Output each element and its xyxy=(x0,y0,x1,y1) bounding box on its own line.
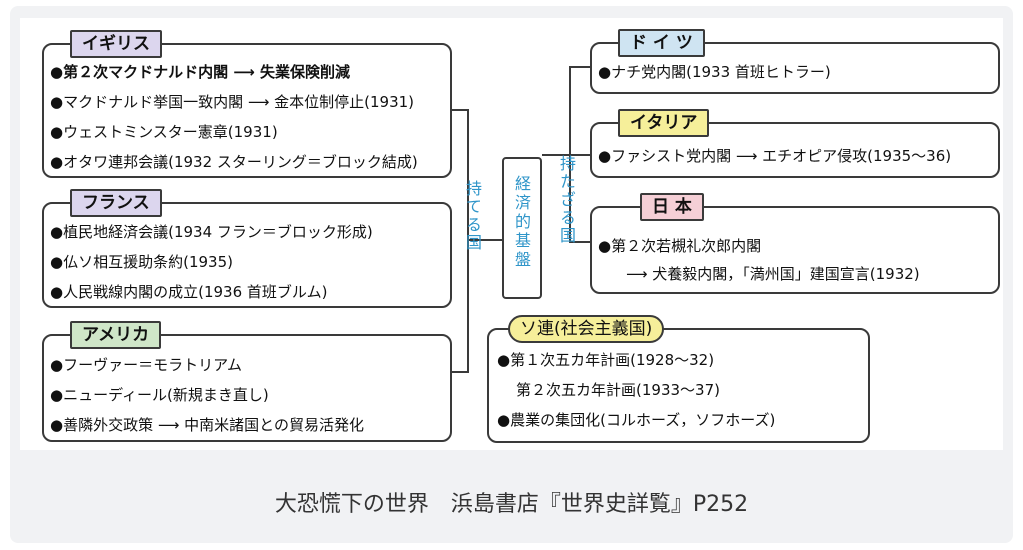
britain-line-2: ●マクドナルド挙国一致内閣 ⟶ 金本位制停止(1931) xyxy=(50,93,415,111)
america-box xyxy=(42,334,452,442)
japan-label: 日 本 xyxy=(640,193,704,221)
britain-line-3: ●ウェストミンスター憲章(1931) xyxy=(50,123,278,141)
france-label: フランス xyxy=(70,189,162,217)
haves-label: 持てる国 xyxy=(463,180,482,252)
japan-line-2: ⟶ 犬養毅内閣，「満州国」建国宣言(1932) xyxy=(626,265,920,283)
soviet-box xyxy=(487,328,870,443)
soviet-line-2: 第２次五カ年計画(1933〜37) xyxy=(516,381,720,399)
france-line-3: ●人民戦線内閣の成立(1936 首班ブルム) xyxy=(50,283,328,301)
soviet-label: ソ連(社会主義国) xyxy=(508,315,665,343)
britain-line-4: ●オタワ連邦会議(1932 スターリング＝ブロック結成) xyxy=(50,153,418,171)
economic-base-label: 経済的基盤 xyxy=(512,175,531,270)
america-line-1: ●フーヴァー＝モラトリアム xyxy=(50,356,243,374)
france-line-2: ●仏ソ相互援助条約(1935) xyxy=(50,253,233,271)
have-nots-label: 持たざる国 xyxy=(557,155,576,245)
economic-base-box xyxy=(502,157,542,299)
germany-line-1: ●ナチ党内閣(1933 首班ヒトラー) xyxy=(598,63,831,81)
italy-label: イタリア xyxy=(618,109,710,137)
america-line-2: ●ニューディール(新規まき直し) xyxy=(50,386,269,404)
britain-line-1: ●第２次マクドナルド内閣 ⟶ 失業保険削減 xyxy=(50,63,351,81)
image-caption: 大恐慌下の世界 浜島書店『世界史詳覧』P252 xyxy=(274,492,749,517)
britain-label: イギリス xyxy=(70,30,162,58)
france-line-1: ●植民地経済会議(1934 フラン＝ブロック形成) xyxy=(50,223,373,241)
germany-label: ド イ ツ xyxy=(618,29,705,57)
france-box xyxy=(42,202,452,308)
soviet-line-1: ●第１次五カ年計画(1928〜32) xyxy=(497,351,715,369)
italy-line-1: ●ファシスト党内閣 ⟶ エチオピア侵攻(1935〜36) xyxy=(598,147,952,165)
britain-box xyxy=(42,43,452,178)
soviet-line-3: ●農業の集団化(コルホーズ，ソフホーズ) xyxy=(497,411,776,429)
japan-line-1: ●第２次若槻礼次郎内閣 xyxy=(598,237,762,255)
america-line-3: ●善隣外交政策 ⟶ 中南米諸国との貿易活発化 xyxy=(50,416,364,434)
america-label: アメリカ xyxy=(70,321,162,349)
